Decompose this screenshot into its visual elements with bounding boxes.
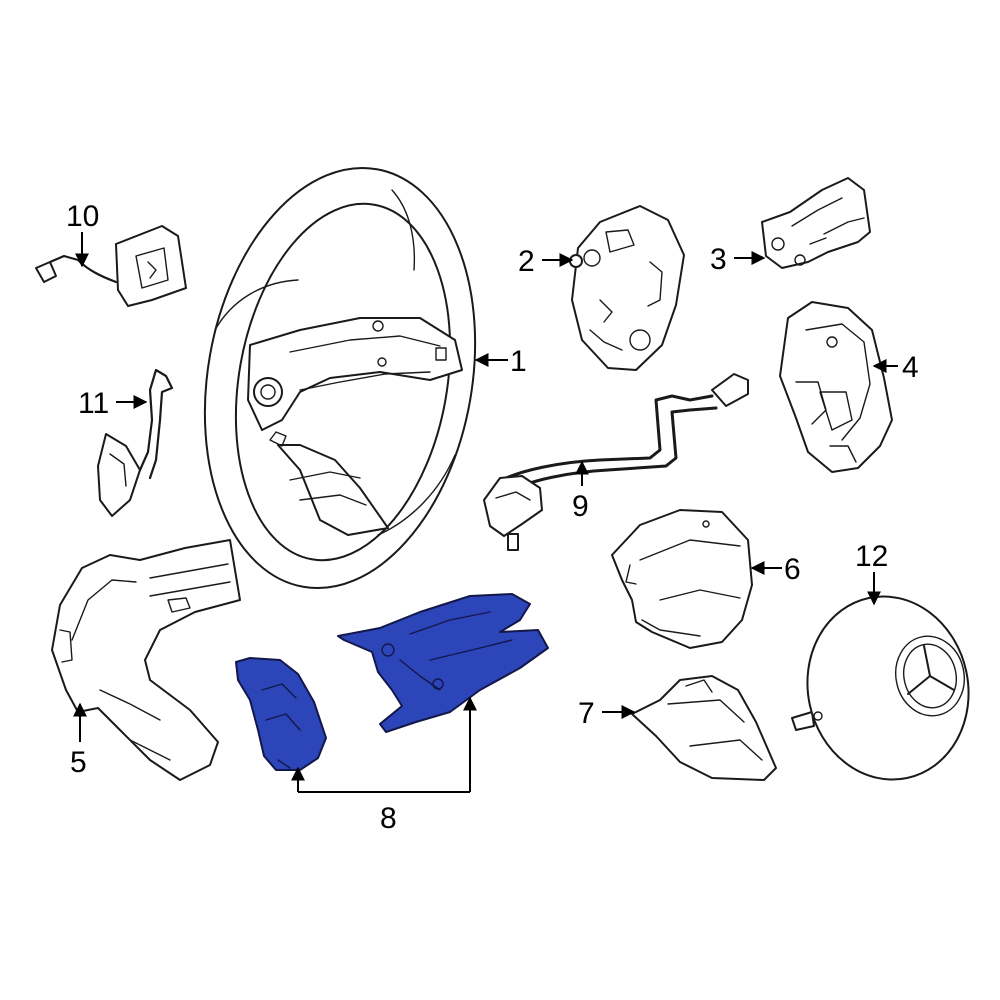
callout-9: 9 xyxy=(572,490,589,523)
callout-5: 5 xyxy=(70,746,87,779)
switch-part-10 xyxy=(35,225,187,307)
callout-2: 2 xyxy=(518,245,535,278)
leader-lines xyxy=(73,232,898,793)
callout-10: 10 xyxy=(66,200,99,233)
callout-4: 4 xyxy=(902,351,919,384)
airbag-part-12 xyxy=(791,595,970,781)
housing-part-4 xyxy=(779,301,893,473)
callout-6: 6 xyxy=(784,553,801,586)
callout-8: 8 xyxy=(380,802,397,835)
steering-wheel-part-1 xyxy=(203,166,477,590)
callout-labels: 1 2 3 4 5 6 7 8 9 10 11 12 xyxy=(66,200,919,835)
bracket-part-2 xyxy=(569,205,685,371)
bracket-left-part-8 xyxy=(235,657,327,771)
callout-3: 3 xyxy=(710,243,727,276)
bracket-right-part-8 xyxy=(337,593,549,733)
callout-1: 1 xyxy=(510,345,527,378)
callout-12: 12 xyxy=(855,540,888,573)
switch-module-part-3 xyxy=(761,177,871,269)
trim-cover-part-6 xyxy=(611,509,753,649)
column-cover-part-5 xyxy=(51,539,241,781)
lower-trim-part-7 xyxy=(631,675,777,781)
callout-11: 11 xyxy=(78,387,109,420)
paddle-switch-part-11 xyxy=(97,368,174,517)
callout-7: 7 xyxy=(578,697,595,730)
